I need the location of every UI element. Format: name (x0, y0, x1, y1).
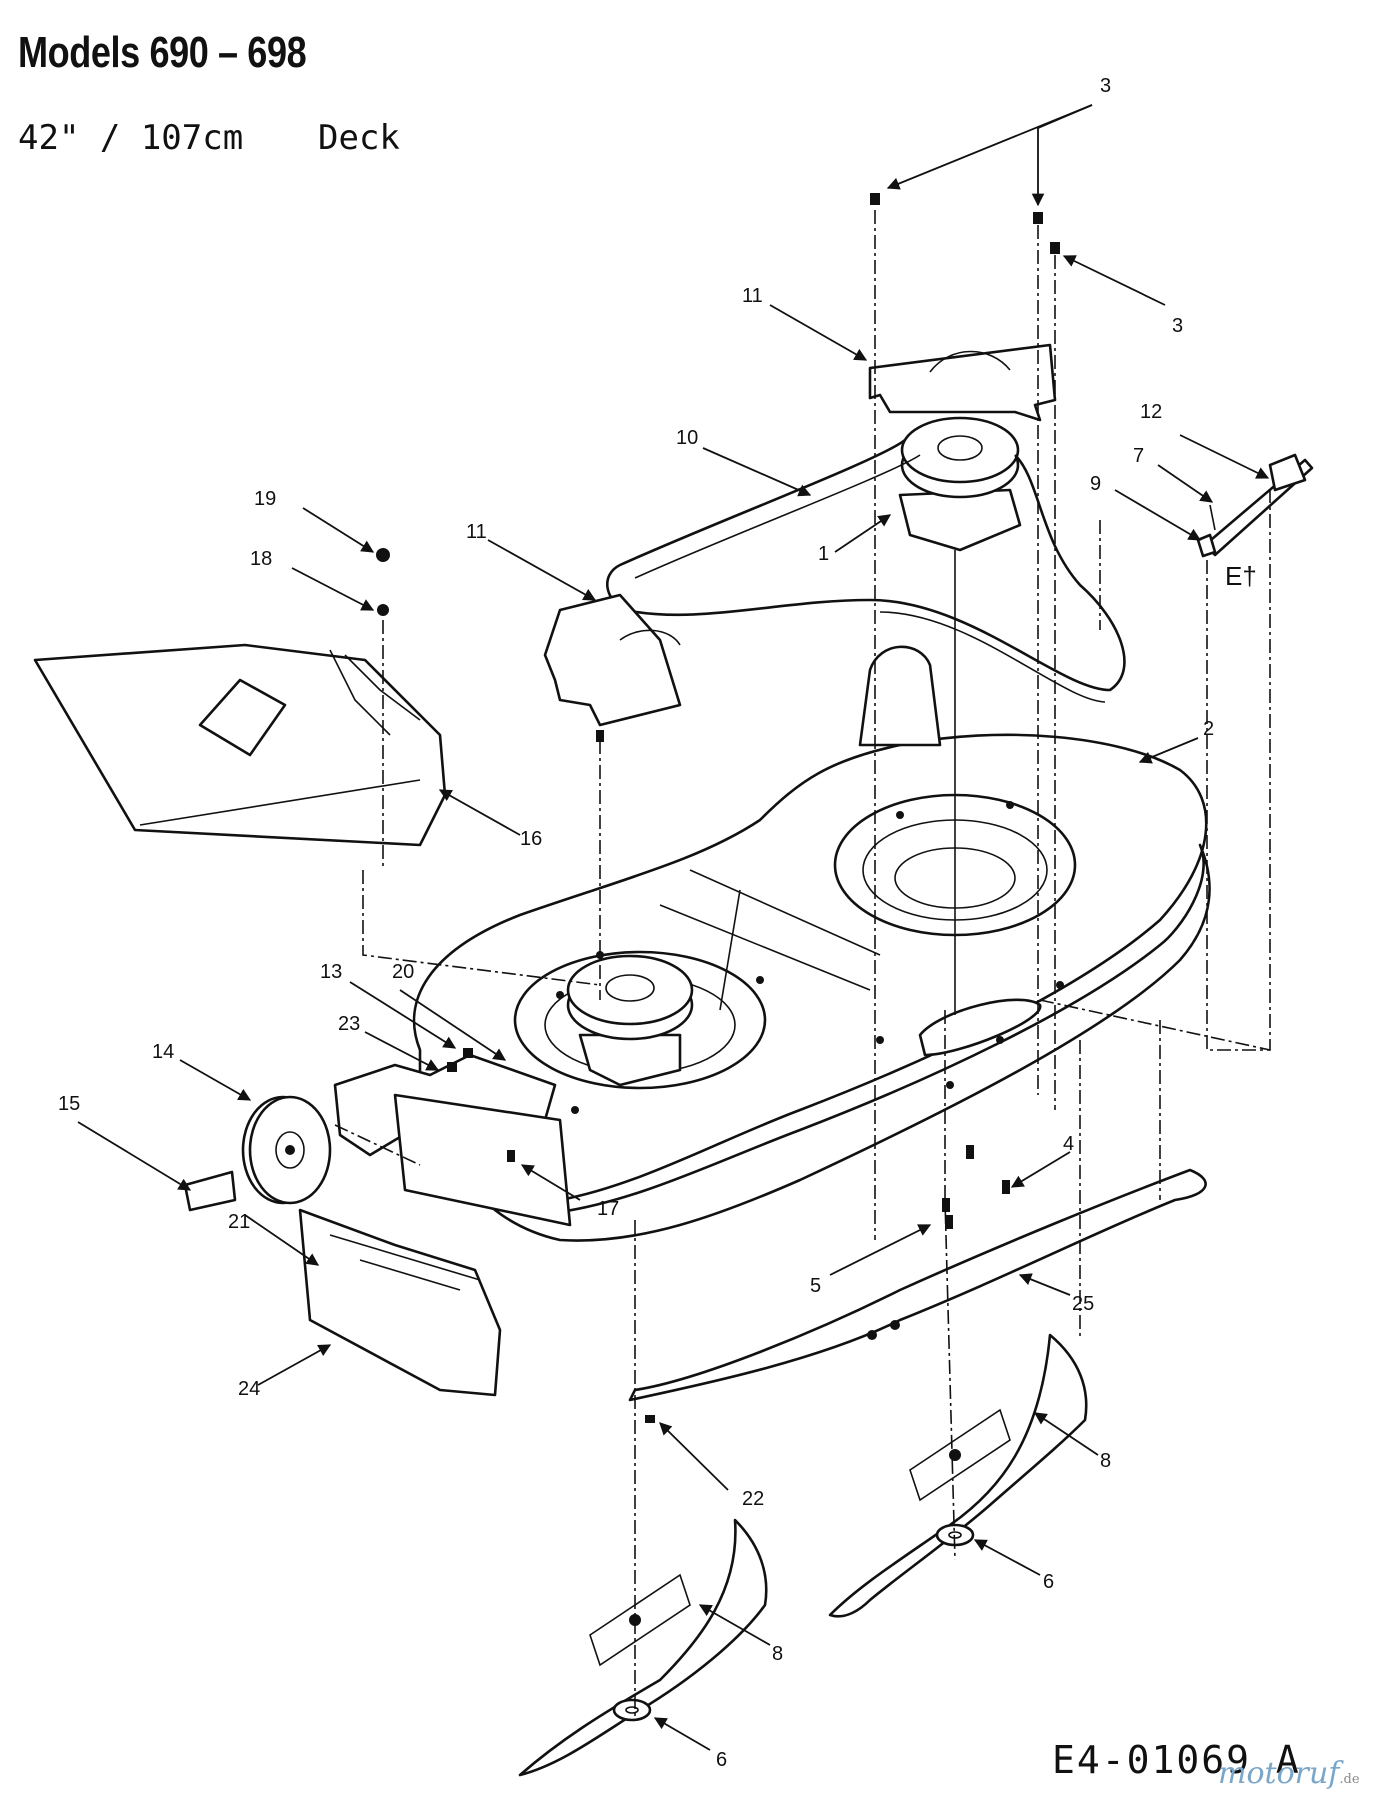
callout-20: 20 (392, 961, 414, 983)
callout-8-upper: 8 (1100, 1450, 1111, 1472)
callout-25: 25 (1072, 1293, 1094, 1315)
callout-6-lower: 6 (716, 1749, 727, 1771)
watermark-suffix: .de (1339, 1772, 1360, 1787)
callout-1: 1 (818, 543, 829, 565)
callout-17: 17 (597, 1198, 619, 1220)
document-number: E4-01069 A (1052, 1738, 1301, 1782)
callout-labels: 3 3 11 12 7 9 10 1 11 19 18 16 2 13 20 2… (58, 75, 1257, 1771)
deck-hanger-rod (1196, 453, 1314, 558)
callout-15: 15 (58, 1093, 80, 1115)
callout-4: 4 (1063, 1133, 1074, 1155)
callout-3-right: 3 (1172, 315, 1183, 337)
belt-guide-upper (868, 343, 1057, 422)
callout-23: 23 (338, 1013, 360, 1035)
callout-19: 19 (254, 488, 276, 510)
watermark-logo: motoruf.de (1218, 1756, 1360, 1791)
deck-label: Deck (318, 118, 400, 158)
callout-9: 9 (1090, 473, 1101, 495)
watermark-brand: motoruf (1218, 1756, 1340, 1791)
callout-leaders (77, 104, 1270, 1751)
discharge-chute (33, 548, 447, 847)
blade-washer-lower (612, 1698, 652, 1722)
callout-8-lower: 8 (772, 1643, 783, 1665)
callout-2: 2 (1203, 718, 1214, 740)
page-title: Models 690 – 698 (18, 28, 307, 77)
callout-16: 16 (520, 828, 542, 850)
callout-11-lower: 11 (466, 521, 487, 543)
deflector-shield (298, 1208, 502, 1397)
callout-12: 12 (1140, 401, 1162, 423)
callout-10: 10 (676, 427, 698, 449)
blade-lower (518, 1518, 768, 1777)
callout-14: 14 (152, 1041, 174, 1063)
callout-11-upper: 11 (742, 285, 763, 307)
hardware-fasteners (447, 193, 1060, 1423)
callout-21: 21 (228, 1211, 250, 1233)
spindle-pulley-right (898, 416, 1022, 1015)
spindle-pulley-left (566, 954, 694, 1087)
callout-6-upper: 6 (1043, 1571, 1054, 1593)
belt-guide-lower (543, 593, 682, 727)
drive-belt (605, 438, 1126, 747)
assembly-centerlines (334, 210, 1271, 1720)
callout-13: 13 (320, 961, 342, 983)
callout-22: 22 (742, 1488, 764, 1510)
callout-18: 18 (250, 548, 272, 570)
callout-24: 24 (238, 1378, 260, 1400)
callout-7: 7 (1133, 445, 1144, 467)
wheel-bracket (333, 1053, 572, 1227)
side-mark: E† (1225, 561, 1257, 591)
gauge-wheel (183, 1095, 332, 1212)
callout-5: 5 (810, 1275, 821, 1297)
deck-size-label: 42" / 107cm (18, 118, 244, 158)
deck-baffle (628, 1168, 1207, 1402)
callout-3-top: 3 (1100, 75, 1111, 97)
